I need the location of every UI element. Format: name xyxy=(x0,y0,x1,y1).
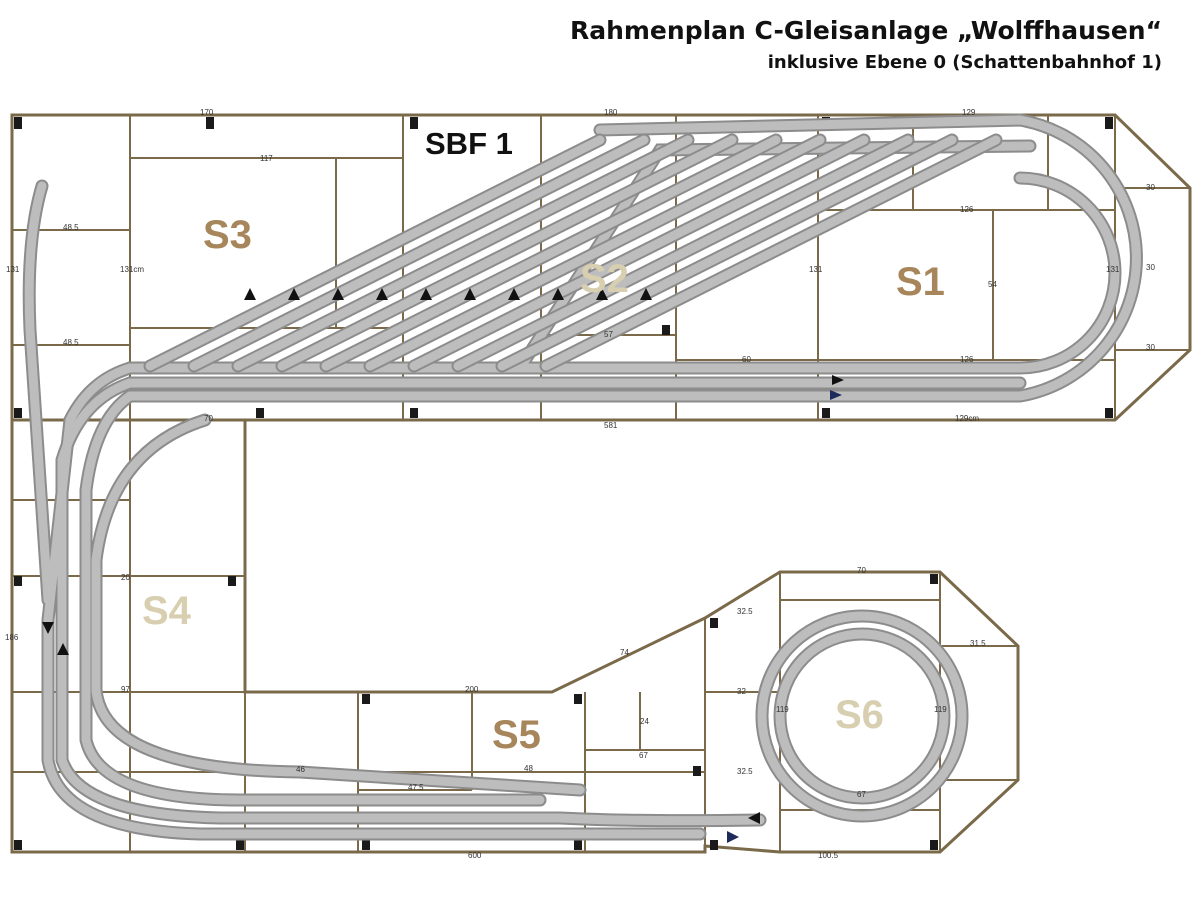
dim-126-a: 126 xyxy=(960,205,974,214)
dim-170: 170 xyxy=(200,108,214,117)
dim-131-a: 131 xyxy=(6,265,20,274)
dim-31-5: 31.5 xyxy=(970,639,986,648)
storage-track-arrow xyxy=(508,288,520,300)
label-s2: S2 xyxy=(580,257,629,301)
arrow-left xyxy=(748,812,760,824)
label-s1: S1 xyxy=(896,260,945,304)
direction-arrows xyxy=(42,288,844,843)
dim-70-a: 70 xyxy=(204,414,213,423)
dim-47-5: 47.5 xyxy=(408,783,424,792)
label-sbf1: SBF 1 xyxy=(425,126,513,161)
dim-48-5-a: 48.5 xyxy=(63,223,79,232)
dim-67-b: 67 xyxy=(857,790,866,799)
storage-track xyxy=(321,135,781,371)
storage-track-arrow xyxy=(376,288,388,300)
dim-131-c: 131 xyxy=(1106,265,1120,274)
dim-67-a: 67 xyxy=(639,751,648,760)
storage-track xyxy=(497,135,957,371)
page-subtitle: inklusive Ebene 0 (Schattenbahnhof 1) xyxy=(767,52,1162,73)
storage-track-arrow xyxy=(420,288,432,300)
label-s3: S3 xyxy=(203,213,252,257)
page-title: Rahmenplan C-Gleisanlage „Wolffhausen“ xyxy=(569,16,1162,45)
dim-97: 97 xyxy=(121,685,130,694)
arrow-right-3 xyxy=(727,831,739,843)
dim-30-a: 30 xyxy=(1146,183,1155,192)
dim-32-5-b: 32.5 xyxy=(737,767,753,776)
arrow-right-1 xyxy=(832,375,844,385)
dim-119-b: 119 xyxy=(934,705,947,714)
module-labels: SBF 1 S1 S2 S3 S4 S5 S6 xyxy=(142,126,945,757)
dim-129: 129 xyxy=(962,108,976,117)
arrow-down xyxy=(42,622,54,634)
dim-131-b: 131 xyxy=(809,265,823,274)
dim-48-5-b: 48.5 xyxy=(63,338,79,347)
dim-186: 186 xyxy=(5,633,19,642)
arrow-up xyxy=(57,643,69,655)
dim-46: 46 xyxy=(296,765,305,774)
storage-track-arrow xyxy=(464,288,476,300)
label-s5: S5 xyxy=(492,713,541,757)
dim-581: 581 xyxy=(604,421,618,430)
storage-track-arrow xyxy=(552,288,564,300)
dim-70-b: 70 xyxy=(857,566,866,575)
dim-600: 600 xyxy=(468,851,482,860)
dim-60: 60 xyxy=(742,355,751,364)
storage-track xyxy=(189,135,649,371)
dim-131cm: 131cm xyxy=(120,265,144,274)
label-s6: S6 xyxy=(835,693,884,737)
dim-180: 180 xyxy=(604,108,618,117)
storage-track xyxy=(365,135,825,371)
storage-track xyxy=(453,135,913,371)
dim-200: 200 xyxy=(465,685,479,694)
dim-24: 24 xyxy=(640,717,649,726)
storage-track-arrow xyxy=(288,288,300,300)
dim-20: 20 xyxy=(121,573,130,582)
dim-30-c: 30 xyxy=(1146,343,1155,352)
dim-57: 57 xyxy=(604,330,613,339)
dim-54: 54 xyxy=(988,280,997,289)
storage-track xyxy=(541,135,1001,371)
dim-30-b: 30 xyxy=(1146,263,1155,272)
storage-track xyxy=(277,135,737,371)
arrow-right-2 xyxy=(830,390,842,400)
dimension-labels: 170 180 129 117 48.5 48.5 131 131cm 131 … xyxy=(5,108,1155,860)
frame-posts xyxy=(14,117,1113,850)
dim-74: 74 xyxy=(620,648,629,657)
label-s4: S4 xyxy=(142,589,192,633)
storage-track-arrow xyxy=(332,288,344,300)
storage-track xyxy=(409,135,869,371)
dim-32-5-a: 32.5 xyxy=(737,607,753,616)
storage-track-arrow xyxy=(596,288,608,300)
storage-track-arrow xyxy=(244,288,256,300)
storage-track xyxy=(145,135,605,371)
dim-129cm: 129cm xyxy=(955,414,979,423)
dim-100-5: 100.5 xyxy=(818,851,839,860)
dim-48: 48 xyxy=(524,764,533,773)
storage-track-arrow xyxy=(640,288,652,300)
storage-track xyxy=(233,135,693,371)
dim-32: 32 xyxy=(737,687,746,696)
tracks xyxy=(22,113,1143,841)
dim-126-b: 126 xyxy=(960,355,974,364)
dim-119-a: 119 xyxy=(776,705,789,714)
dim-117: 117 xyxy=(260,154,273,163)
